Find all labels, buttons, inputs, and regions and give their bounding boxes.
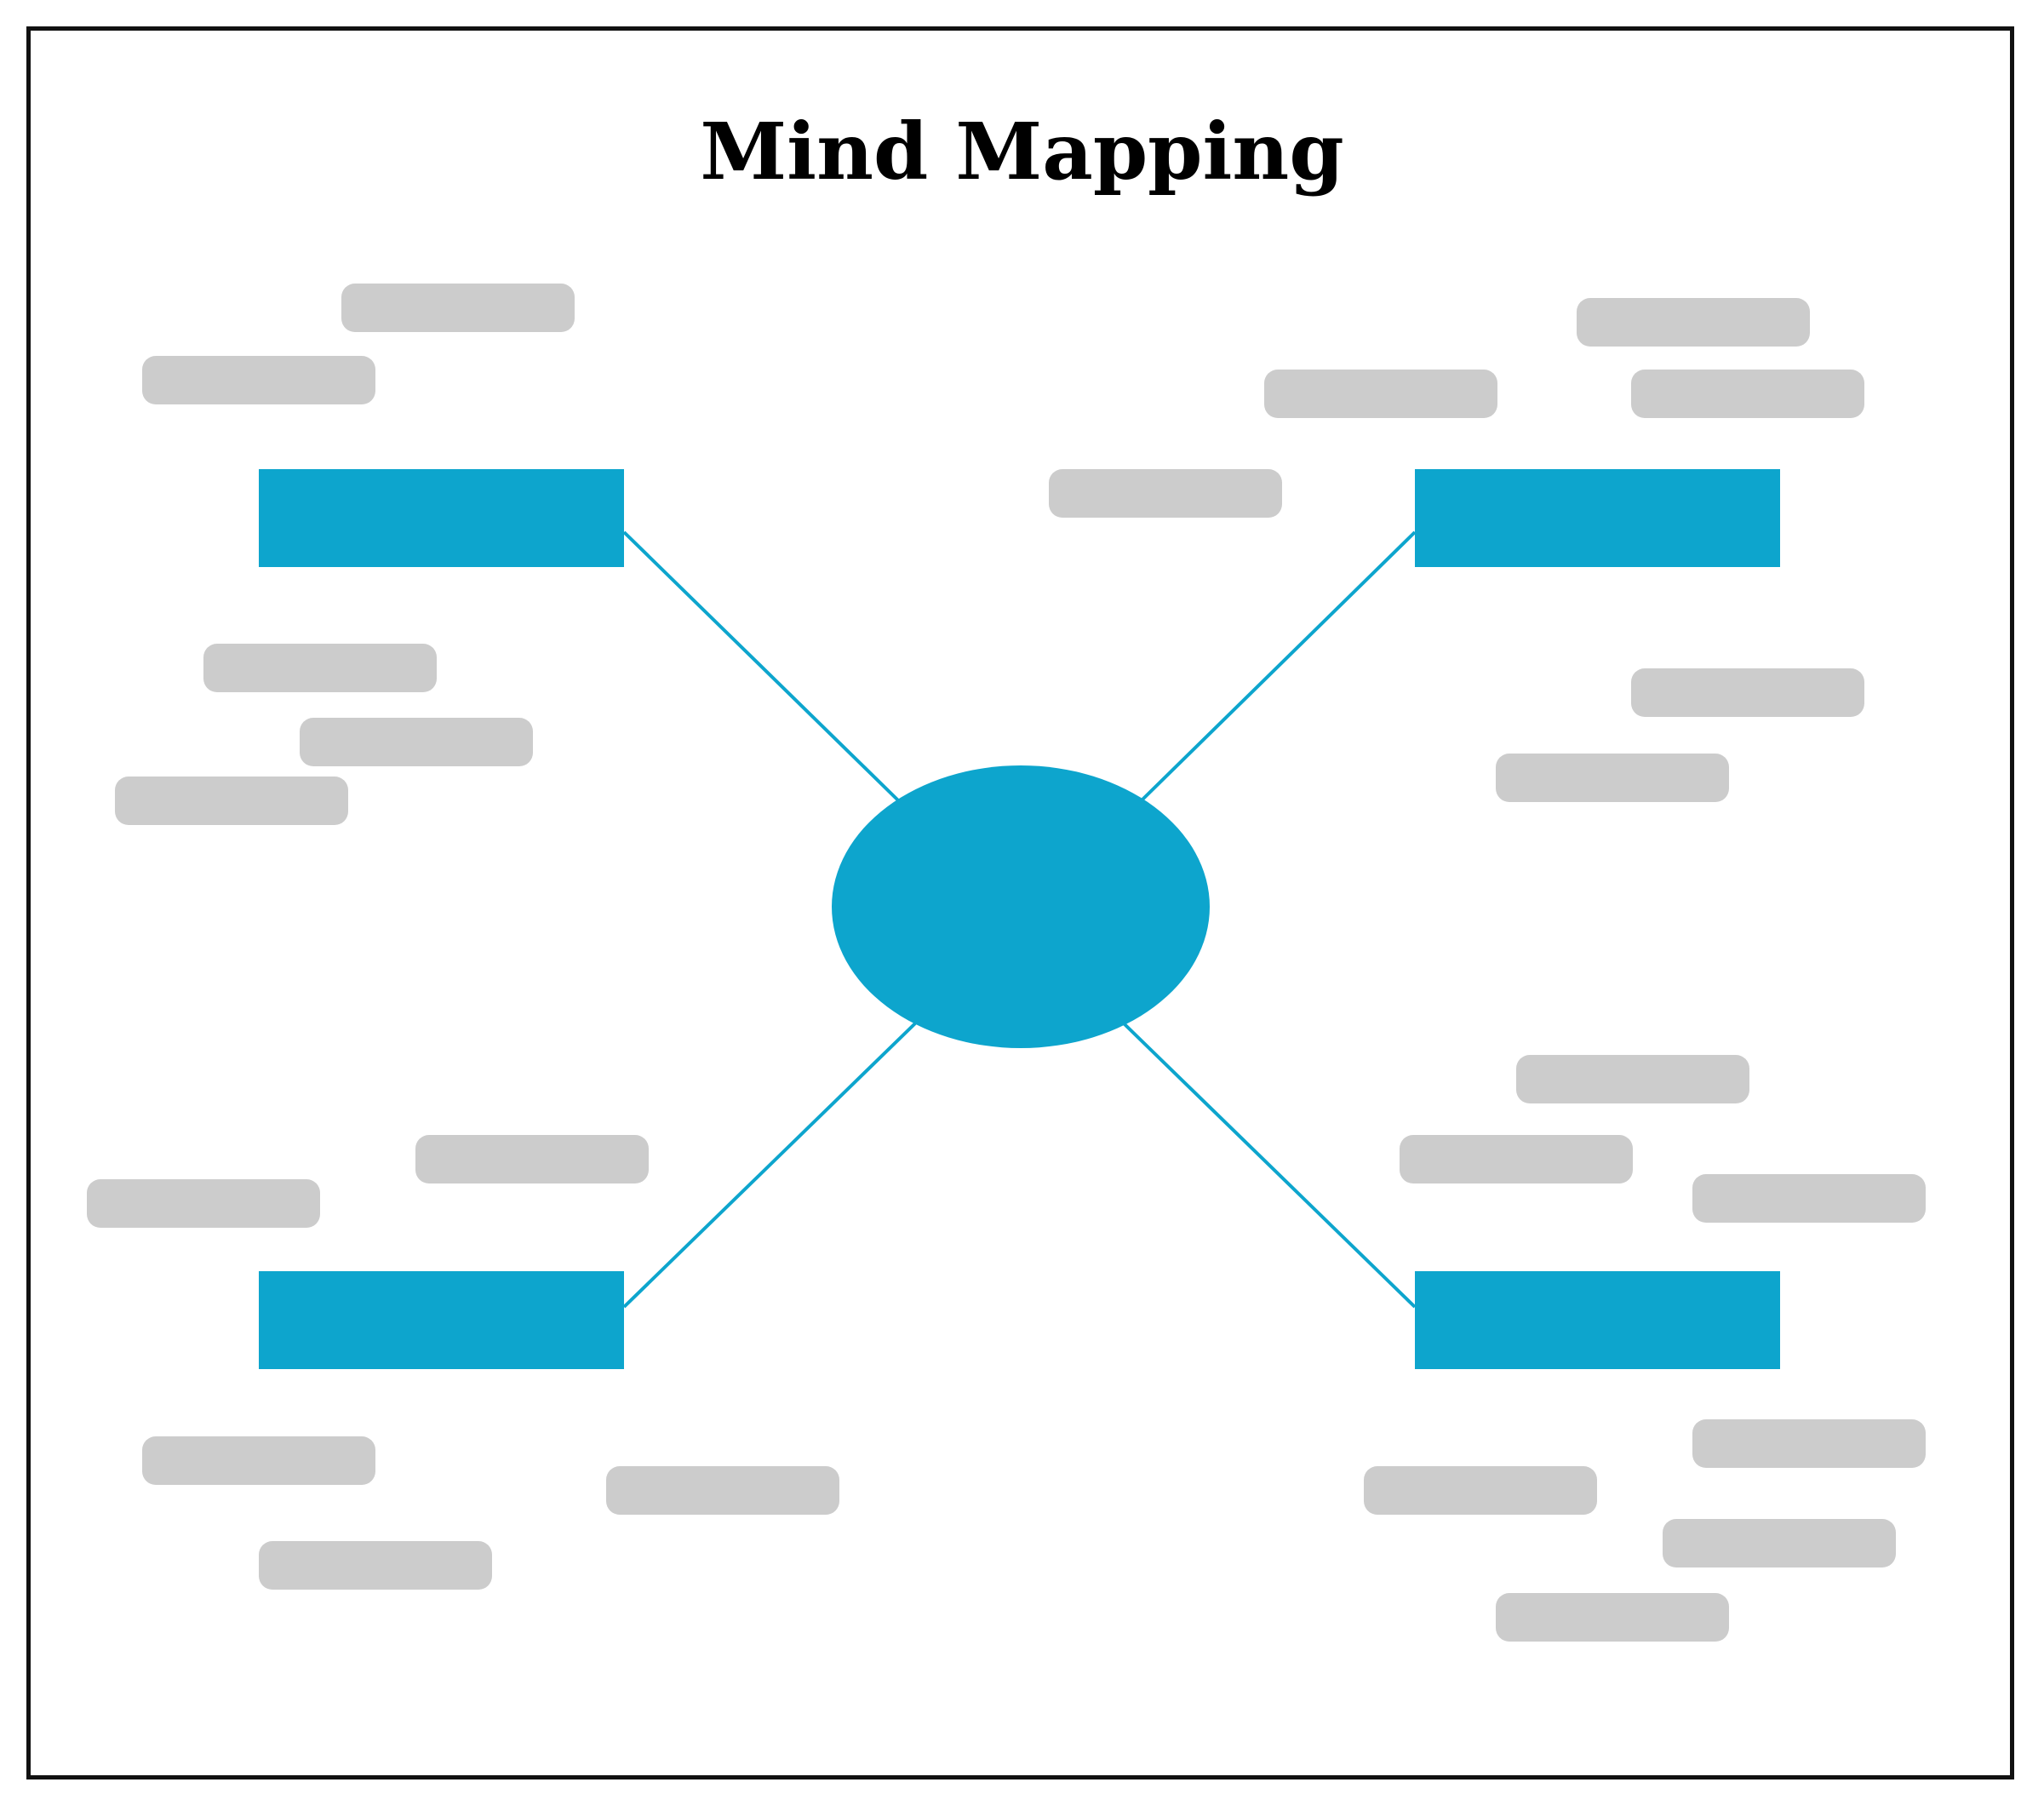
subtopic-placeholder[interactable] [1264, 370, 1497, 418]
subtopic-placeholder[interactable] [1364, 1466, 1597, 1515]
connector-bottom-right [1122, 1022, 1417, 1309]
subtopic-placeholder[interactable] [115, 777, 348, 825]
subtopic-placeholder[interactable] [1631, 370, 1864, 418]
subtopic-placeholder[interactable] [259, 1541, 492, 1590]
subtopic-placeholders [87, 284, 1926, 1642]
subtopic-placeholder[interactable] [87, 1179, 320, 1228]
subtopic-placeholder[interactable] [1631, 668, 1864, 717]
subtopic-placeholder[interactable] [142, 356, 375, 404]
subtopic-placeholder[interactable] [142, 1436, 375, 1485]
subtopic-placeholder[interactable] [1496, 754, 1729, 802]
subtopic-placeholder[interactable] [341, 284, 575, 332]
subtopic-placeholder[interactable] [1516, 1055, 1749, 1103]
subtopic-placeholder[interactable] [1577, 298, 1810, 347]
connector-top-left [622, 530, 900, 802]
branch-nodes [259, 469, 1780, 1369]
connectors [622, 530, 1417, 1309]
central-topic-node[interactable] [832, 765, 1210, 1048]
subtopic-placeholder[interactable] [300, 718, 533, 766]
branch-node-bottom-left[interactable] [259, 1271, 624, 1369]
branch-node-top-left[interactable] [259, 469, 624, 567]
subtopic-placeholder[interactable] [203, 644, 437, 692]
subtopic-placeholder[interactable] [1496, 1593, 1729, 1642]
subtopic-placeholder[interactable] [1049, 469, 1282, 518]
subtopic-placeholder[interactable] [1663, 1519, 1896, 1567]
connector-bottom-left [622, 1022, 917, 1309]
connector-top-right [1140, 530, 1417, 802]
diagram-frame [26, 26, 2014, 1779]
subtopic-placeholder[interactable] [1400, 1135, 1633, 1183]
subtopic-placeholder[interactable] [606, 1466, 839, 1515]
diagram-title: Mind Mapping [700, 106, 1344, 198]
branch-node-top-right[interactable] [1415, 469, 1780, 567]
subtopic-placeholder[interactable] [1692, 1174, 1926, 1223]
branch-node-bottom-right[interactable] [1415, 1271, 1780, 1369]
subtopic-placeholder[interactable] [415, 1135, 649, 1183]
subtopic-placeholder[interactable] [1692, 1419, 1926, 1468]
